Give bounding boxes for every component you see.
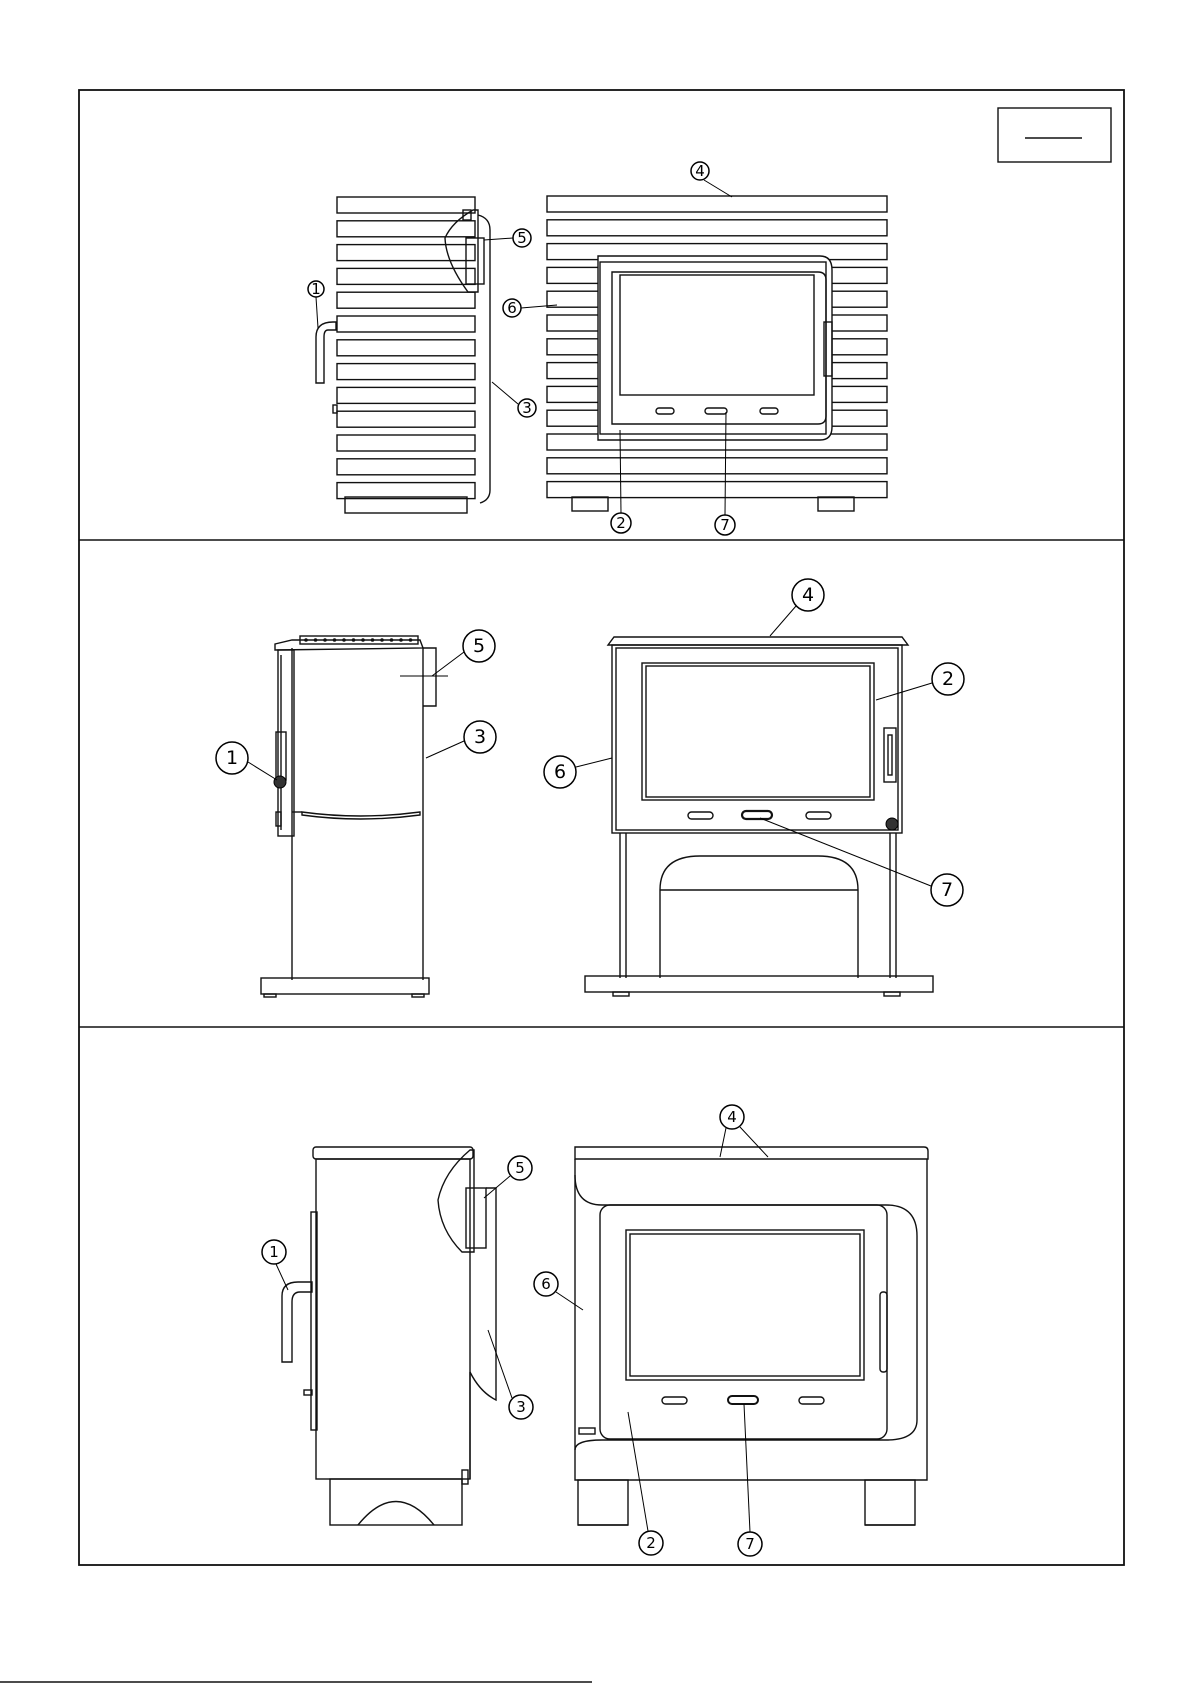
slat (337, 316, 475, 332)
slat (337, 387, 475, 403)
callout-1: 1 (216, 742, 248, 774)
svg-text:2: 2 (646, 1534, 656, 1552)
panel3-front-view (575, 1147, 928, 1525)
callout-1: 1 (308, 280, 324, 298)
panel-2: 1 2 3 4 5 6 7 (216, 579, 964, 997)
slat (337, 221, 475, 237)
slat (337, 340, 475, 356)
svg-text:5: 5 (515, 1159, 525, 1177)
svg-text:4: 4 (727, 1108, 737, 1126)
slat (337, 435, 475, 451)
panel1-front-view (547, 196, 887, 511)
svg-text:4: 4 (695, 162, 705, 180)
slat (337, 364, 475, 380)
callout-3: 3 (509, 1395, 533, 1419)
slat (337, 245, 475, 261)
callout-4: 4 (691, 162, 709, 180)
callout-4: 4 (720, 1105, 744, 1129)
svg-text:1: 1 (269, 1243, 279, 1261)
svg-text:1: 1 (311, 280, 321, 298)
svg-text:6: 6 (554, 761, 566, 783)
side-slats (337, 197, 475, 499)
svg-text:2: 2 (942, 668, 954, 690)
slat (547, 196, 887, 212)
slat (337, 197, 475, 213)
panel-1: 1 2 3 4 5 6 7 (308, 162, 887, 535)
panel2-side-view (261, 636, 436, 997)
svg-text:5: 5 (473, 635, 485, 657)
svg-text:2: 2 (616, 514, 626, 532)
panel3-side-view (282, 1147, 496, 1525)
slat (547, 458, 887, 474)
svg-text:7: 7 (745, 1535, 755, 1553)
callout-7: 7 (715, 515, 735, 535)
svg-text:7: 7 (941, 879, 953, 901)
svg-text:5: 5 (517, 229, 527, 247)
slat (337, 459, 475, 475)
callout-7: 7 (738, 1532, 762, 1556)
callout-3: 3 (464, 721, 496, 753)
callout-2: 2 (611, 513, 631, 533)
slat (547, 220, 887, 236)
callout-5: 5 (513, 229, 531, 247)
callout-7: 7 (931, 874, 963, 906)
svg-text:3: 3 (474, 726, 486, 748)
handle-side (282, 1282, 312, 1362)
slat (337, 292, 475, 308)
callout-3: 3 (518, 399, 536, 417)
callout-5: 5 (508, 1156, 532, 1180)
svg-text:3: 3 (516, 1398, 526, 1416)
svg-text:3: 3 (522, 399, 532, 417)
callout-6: 6 (503, 299, 521, 317)
svg-text:6: 6 (541, 1275, 551, 1293)
callout-6: 6 (544, 756, 576, 788)
callout-1: 1 (262, 1240, 286, 1264)
handle-side (316, 322, 336, 383)
panel2-front-view (585, 637, 933, 996)
callout-2: 2 (639, 1531, 663, 1555)
slat (337, 483, 475, 499)
callout-4: 4 (792, 579, 824, 611)
callout-2: 2 (932, 663, 964, 695)
svg-text:7: 7 (720, 516, 730, 534)
panel-3: 1 2 3 4 5 6 7 (262, 1105, 928, 1556)
callout-5: 5 (463, 630, 495, 662)
door-front (598, 256, 832, 440)
slat (337, 411, 475, 427)
svg-text:1: 1 (226, 747, 238, 769)
slat (547, 482, 887, 498)
panel1-side-view (316, 197, 490, 513)
svg-text:4: 4 (802, 584, 814, 606)
svg-text:6: 6 (507, 299, 517, 317)
title-box (998, 108, 1111, 162)
callout-6: 6 (534, 1272, 558, 1296)
